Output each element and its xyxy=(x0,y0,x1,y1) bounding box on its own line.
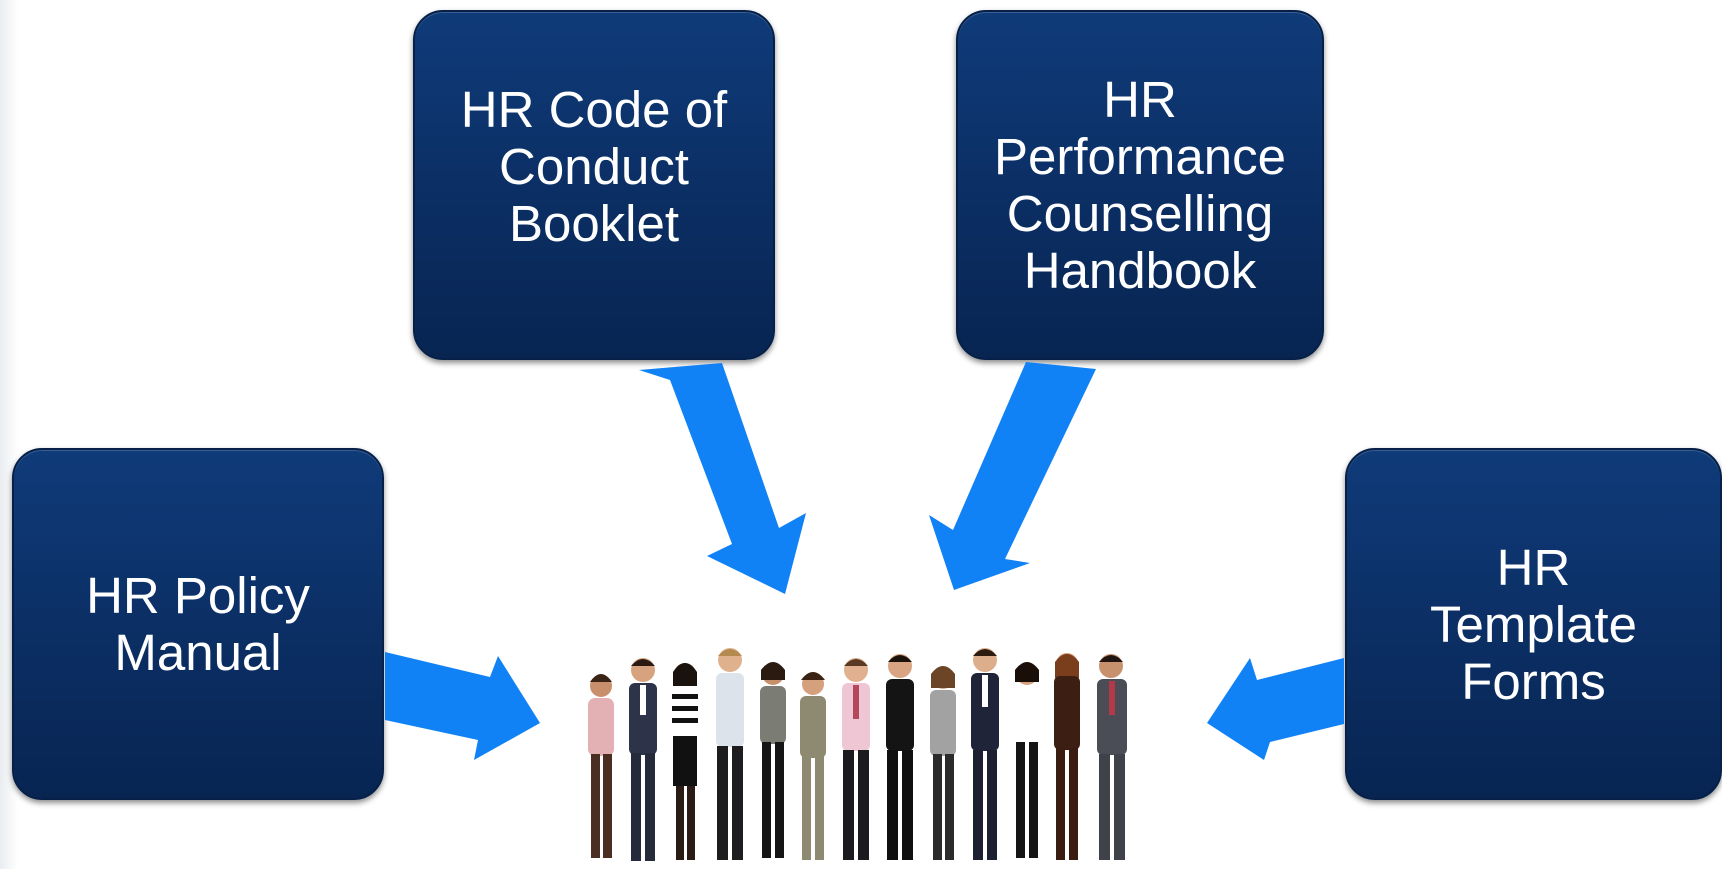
arrow-policy-to-group xyxy=(385,652,540,760)
person-7 xyxy=(842,658,870,860)
box-hr-policy-manual: HR Policy Manual xyxy=(12,448,384,800)
person-3 xyxy=(672,663,698,860)
person-4 xyxy=(716,648,744,860)
person-1 xyxy=(588,674,614,858)
arrow-forms-to-group xyxy=(1207,658,1344,760)
person-10 xyxy=(971,648,999,860)
arrow-performance-to-group xyxy=(929,362,1096,590)
box-performance-counselling-handbook: HR Performance Counselling Handbook xyxy=(956,10,1324,360)
box-code-of-conduct-booklet: HR Code of Conduct Booklet xyxy=(413,10,775,360)
person-5 xyxy=(760,662,786,858)
person-13 xyxy=(1097,654,1127,860)
box-code-of-conduct-label: HR Code of Conduct Booklet xyxy=(460,80,728,252)
business-people-group-illustration xyxy=(588,648,1127,861)
person-6 xyxy=(800,672,826,860)
box-performance-label: HR Performance Counselling Handbook xyxy=(994,71,1286,299)
person-9 xyxy=(930,666,956,860)
person-11 xyxy=(1014,662,1040,858)
box-hr-template-forms: HR Template Forms xyxy=(1345,448,1722,800)
box-template-forms-label: HR Template Forms xyxy=(1430,538,1637,710)
arrow-code-to-group xyxy=(639,363,806,594)
person-8 xyxy=(886,654,914,860)
person-2 xyxy=(629,658,657,861)
box-policy-manual-label: HR Policy Manual xyxy=(86,567,310,681)
person-12 xyxy=(1054,653,1080,860)
